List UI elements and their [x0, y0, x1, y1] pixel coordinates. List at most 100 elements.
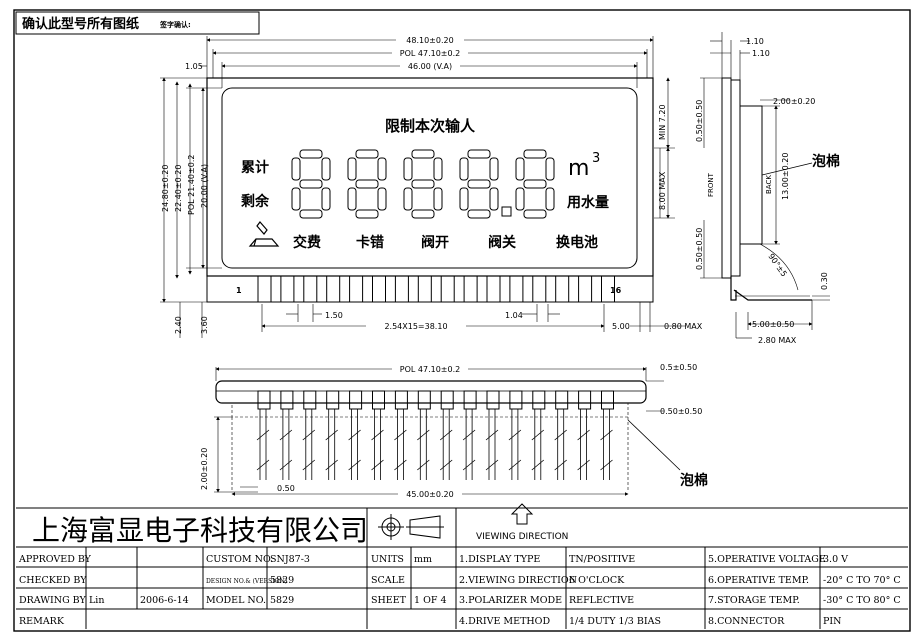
lcd-digit	[291, 149, 331, 219]
dim-glass-height: 22.40±0.20	[174, 165, 183, 212]
pin-leg	[600, 390, 614, 480]
pin-leg	[325, 390, 340, 480]
pin-leg	[256, 390, 271, 480]
lcd-segment	[403, 187, 413, 211]
pin-leg	[348, 390, 363, 480]
lcd-segment	[355, 209, 379, 219]
lcd-segment	[403, 157, 413, 181]
pin-tab	[555, 275, 570, 303]
pin-leg	[554, 390, 569, 480]
title-block-cell-r3-c9: 8.CONNECTOR	[708, 616, 785, 627]
title-block-cell-r2-c2: 2006-6-14	[140, 595, 189, 606]
dim-pol-width: POL 47.10±0.2	[400, 49, 460, 58]
pin-tab	[509, 275, 524, 303]
pin-view-foam: 泡棉	[680, 472, 708, 489]
side-angle: 90°±5	[766, 252, 788, 278]
side-bottom-a: 5.00±0.50	[752, 320, 794, 329]
card-icon	[248, 221, 280, 247]
dim-top-margin: MIN 7.20	[658, 104, 667, 140]
pin-leg	[462, 390, 477, 480]
pin-tab	[257, 275, 272, 303]
pin-tab	[372, 275, 386, 303]
dim-digit-height: 8.00 MAX	[658, 171, 667, 210]
title-block-cell-r0-c7: 1.DISPLAY TYPE	[459, 554, 540, 565]
side-upper: 0.50±0.50	[695, 100, 704, 142]
pin-tab	[349, 275, 364, 303]
title-block-cell-r1-c4: 5829	[270, 575, 294, 586]
pin-leg	[508, 390, 523, 480]
dim-pol-height: POL 21.40±0.2	[187, 155, 196, 215]
lcd-segment	[377, 157, 387, 181]
dim-bottom-b: 3.60	[200, 316, 209, 334]
title-block-cell-r1-c9: 6.OPERATIVE TEMP.	[708, 575, 809, 586]
pin-view-right-mid: 0.50±0.50	[660, 407, 702, 416]
side-top-a: 1.10	[746, 37, 764, 46]
lcd-segment	[321, 187, 331, 211]
pin-tabs	[206, 275, 654, 303]
lcd-decimal-point	[501, 206, 512, 217]
title-block-cell-r3-c8: 1/4 DUTY 1/3 BIAS	[569, 616, 661, 627]
side-lower: 0.50±0.50	[695, 228, 704, 270]
pin-tab	[394, 275, 409, 303]
lcd-unit-m: m	[568, 156, 589, 181]
side-pin-height: 0.30	[820, 272, 829, 290]
lcd-digit	[459, 149, 499, 219]
lcd-digit	[515, 149, 555, 219]
lcd-water-label: 用水量	[567, 194, 609, 211]
dim-pin-width: 1.50	[325, 311, 343, 320]
pin-tab	[303, 275, 318, 303]
title-block-cell-r1-c5: SCALE	[371, 575, 405, 586]
dim-bottom-a: 2.40	[174, 316, 183, 334]
side-top-b: 1.10	[752, 49, 770, 58]
lcd-segment	[515, 157, 525, 181]
dim-va-width: 46.00 (V.A)	[408, 62, 452, 71]
header-title: 确认此型号所有图纸	[22, 16, 139, 32]
pin-view-height: 2.00±0.20	[200, 448, 209, 490]
pin-tab	[486, 275, 501, 303]
title-block-cell-r3-c10: PIN	[823, 616, 841, 627]
side-view	[700, 32, 830, 339]
dim-overall-width: 48.10±0.20	[406, 36, 453, 45]
title-block-cell-r3-c7: 4.DRIVE METHOD	[459, 616, 550, 627]
title-block-cell-r0-c10: 3.0 V	[823, 554, 848, 565]
lcd-segment	[523, 179, 547, 189]
title-block-cell-r0-c3: CUSTOM NO.	[206, 554, 273, 565]
lcd-pin-last: 16	[610, 286, 622, 295]
lcd-icon-valve-close: 阀关	[488, 234, 516, 251]
title-block-cell-r1-c3: DESIGN NO.& (VERSION)	[206, 578, 287, 585]
lcd-icon-valve-open: 阀开	[421, 234, 449, 251]
side-front-label: FRONT	[707, 172, 715, 197]
lcd-segment	[545, 187, 555, 211]
lcd-icon-battery: 换电池	[556, 234, 598, 251]
dim-outer-height: 24.80±0.20	[161, 165, 170, 212]
lcd-segment	[299, 149, 323, 159]
lcd-segment	[433, 157, 443, 181]
pin-leg	[439, 390, 454, 480]
title-block-cell-r0-c8: TN/POSITIVE	[569, 554, 635, 565]
lcd-segment	[515, 187, 525, 211]
lcd-segment	[347, 187, 357, 211]
side-bottom-b: 2.80 MAX	[758, 336, 797, 345]
side-foam-label: 泡棉	[812, 153, 840, 170]
lcd-segment	[411, 179, 435, 189]
viewing-direction-label: VIEWING DIRECTION	[476, 532, 568, 542]
dim-pin-span: 2.54X15=38.10	[384, 322, 447, 331]
lcd-segment	[467, 149, 491, 159]
pin-leg	[531, 390, 546, 480]
lcd-segment	[467, 209, 491, 219]
lcd-segment	[355, 179, 379, 189]
lcd-limit-label: 限制本次输人	[385, 117, 476, 135]
lcd-digits	[291, 149, 555, 219]
title-block-cell-r0-c0: APPROVED BY	[18, 554, 92, 565]
lcd-digit	[347, 149, 387, 219]
lcd-segment	[459, 157, 469, 181]
pin-tab	[601, 275, 615, 303]
dim-va-height: 20.00 (V.A)	[200, 164, 209, 208]
lcd-icon-card-error: 卡错	[356, 234, 384, 251]
title-block-cell-r2-c6: 1 OF 4	[414, 595, 447, 606]
lcd-segment	[299, 209, 323, 219]
title-block-cell-r1-c7: 2.VIEWING DIRECTION	[459, 575, 577, 586]
title-block-cell-r2-c4: 5829	[270, 595, 294, 606]
lcd-segment	[377, 187, 387, 211]
lcd-pin-first: 1	[236, 286, 242, 295]
